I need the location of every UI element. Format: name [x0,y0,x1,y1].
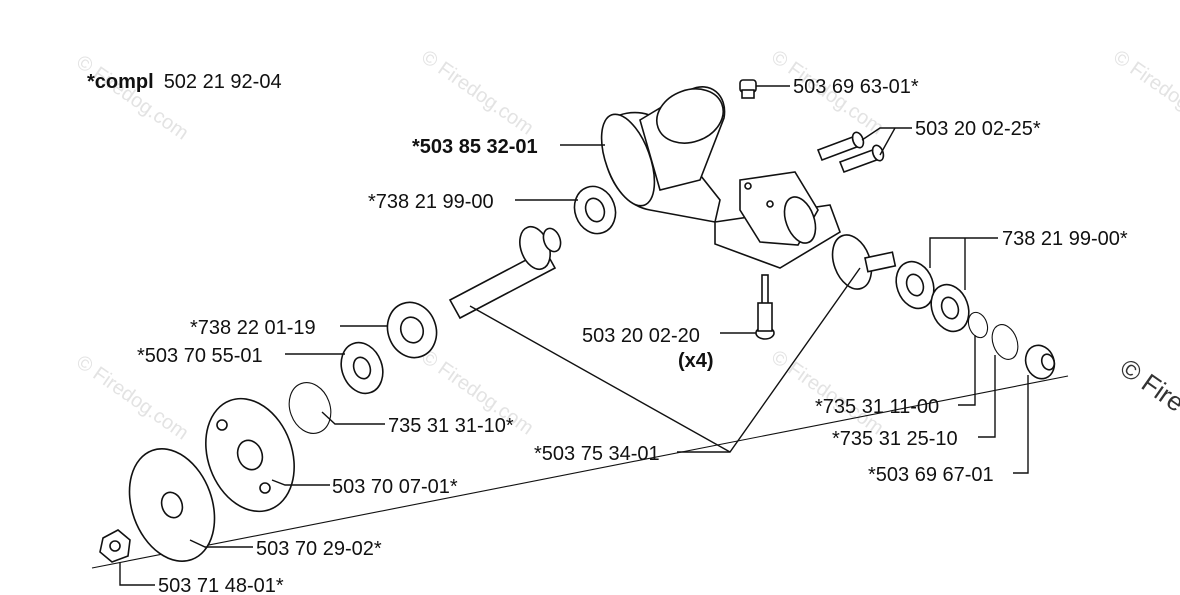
label-washer: *503 70 55-01 [137,345,263,367]
nut-right [1024,344,1056,380]
label-clamp-screws: 503 20 02-25* [915,118,1041,140]
label-screw-bottom-qty: (x4) [678,350,714,372]
clamp-screws [816,131,885,174]
circlip-left [288,382,332,434]
washer [340,341,384,395]
bearings-right [895,260,970,333]
screw-top [739,79,757,99]
label-blade-washer: 503 70 29-02* [256,538,382,560]
screw-bottom [755,274,775,340]
label-gear-set: *503 75 34-01 [534,443,660,465]
kit-prefix: *compl [87,71,154,93]
bevel-gear-right [831,234,897,290]
label-bearings-right: 738 21 99-00* [1002,228,1128,250]
seal [386,301,438,359]
watermark-7: © Firedog.com [767,346,887,439]
label-nut-right: *503 69 67-01 [868,464,994,486]
nut-left [99,529,131,563]
label-screw-bottom: 503 20 02-20 [582,325,700,347]
watermark-4: © Firedog.com [1109,46,1180,139]
label-screw-top: 503 69 63-01* [793,76,919,98]
label-circlip-large: *735 31 25-10 [832,428,958,450]
leader-lines [119,85,1029,586]
circlips-right [967,311,1019,360]
kit-label: *compl 502 21 92-04 [87,71,282,93]
label-drive-disc: 503 70 07-01* [332,476,458,498]
part-labels: *compl 502 21 92-04 503 69 63-01* 503 20… [87,71,1128,595]
blade-washer [128,448,216,562]
gear-housing [600,86,841,269]
label-main-housing: *503 85 32-01 [412,136,538,158]
label-circlip-left: 735 31 31-10* [388,415,514,437]
pinion-shaft [448,225,562,320]
drive-disc [205,397,295,513]
kit-number: 502 21 92-04 [164,71,282,93]
watermark-2: © Firedog.com [417,46,537,139]
label-circlip-small: *735 31 11-00 [815,396,939,418]
assembly-axis [91,375,1069,569]
bearing-left [573,185,617,235]
label-nut-left: 503 71 48-01* [158,575,284,595]
watermark-1: © Firedog.com [72,51,192,144]
label-bearing-left: *738 21 99-00 [368,191,494,213]
label-seal: *738 22 01-19 [190,317,316,339]
watermark-edge: © Fire [1115,352,1180,417]
